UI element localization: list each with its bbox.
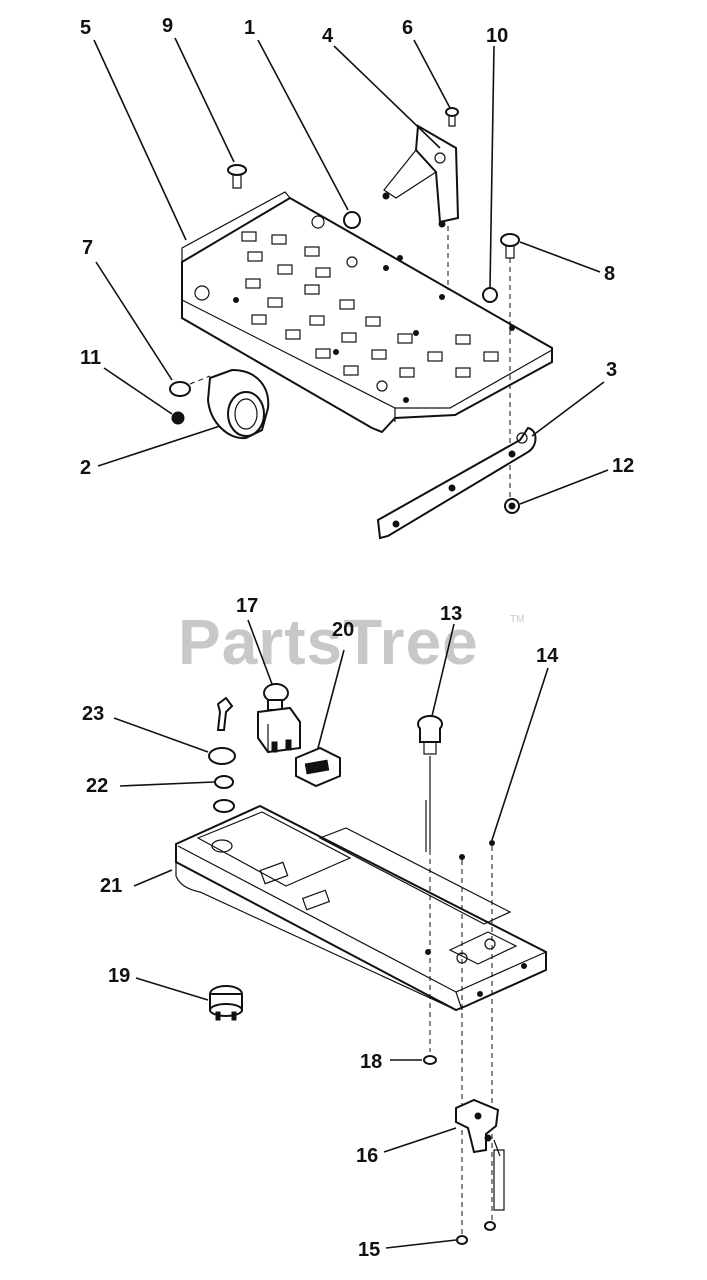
watermark-trademark: TM bbox=[510, 614, 524, 625]
dash-panel bbox=[175, 804, 547, 1012]
nut-11 bbox=[171, 411, 185, 425]
watermark-text: PartsTree bbox=[178, 606, 479, 678]
cable-bracket bbox=[455, 1098, 505, 1211]
callout-16: 16 bbox=[356, 1145, 378, 1167]
key-nut bbox=[213, 799, 235, 813]
callout-13: 13 bbox=[440, 603, 462, 625]
callout-17: 17 bbox=[236, 595, 258, 617]
ignition-key bbox=[216, 696, 234, 731]
clamp-washer bbox=[343, 211, 361, 229]
upper-bracket bbox=[382, 124, 460, 228]
ignition-switch bbox=[209, 985, 243, 1021]
pin-8 bbox=[500, 233, 520, 259]
leader-lines-upper bbox=[93, 37, 609, 505]
leader-lines-lower bbox=[113, 619, 549, 1249]
callout-22: 22 bbox=[86, 775, 108, 797]
callout-10: 10 bbox=[486, 25, 508, 47]
callout-23: 23 bbox=[82, 703, 104, 725]
screw-6 bbox=[445, 107, 459, 127]
callout-numbers: 5 9 1 4 6 10 7 8 11 3 2 12 17 13 20 14 2… bbox=[80, 15, 634, 1261]
plunger-switch bbox=[257, 683, 301, 754]
callout-20: 20 bbox=[332, 619, 354, 641]
key-bezel bbox=[208, 747, 236, 765]
nut-15 bbox=[456, 1235, 468, 1245]
callout-1: 1 bbox=[244, 17, 255, 39]
screw-9 bbox=[227, 164, 247, 189]
callout-8: 8 bbox=[604, 263, 615, 285]
callout-18: 18 bbox=[360, 1051, 382, 1073]
rod-end bbox=[484, 1221, 496, 1231]
rocker-switch bbox=[295, 746, 341, 788]
callout-5: 5 bbox=[80, 17, 91, 39]
plate-openings bbox=[241, 231, 499, 378]
callout-3: 3 bbox=[606, 359, 617, 381]
callout-2: 2 bbox=[80, 457, 91, 479]
callout-4: 4 bbox=[322, 25, 334, 47]
lock-washer bbox=[214, 775, 234, 789]
callout-12: 12 bbox=[612, 455, 634, 477]
bushing bbox=[206, 368, 270, 440]
push-knob bbox=[417, 715, 443, 852]
washer-7 bbox=[169, 381, 191, 397]
callout-9: 9 bbox=[162, 15, 173, 37]
callout-19: 19 bbox=[108, 965, 130, 987]
mounting-plate bbox=[181, 191, 553, 434]
callout-11: 11 bbox=[80, 347, 101, 369]
nut-18 bbox=[423, 1055, 437, 1065]
callout-21: 21 bbox=[100, 875, 122, 897]
callout-14: 14 bbox=[536, 645, 559, 667]
link-arm bbox=[376, 426, 537, 540]
nut-10 bbox=[482, 287, 498, 303]
callout-6: 6 bbox=[402, 17, 413, 39]
callout-15: 15 bbox=[358, 1239, 380, 1261]
callout-7: 7 bbox=[82, 237, 93, 259]
